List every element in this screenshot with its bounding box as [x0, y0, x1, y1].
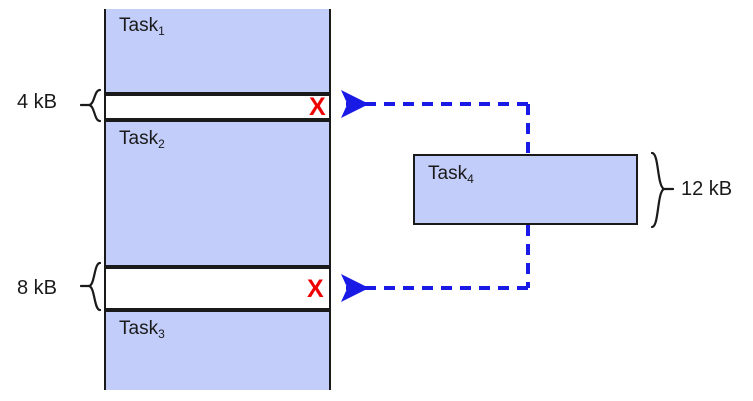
reject-mark-lower: X [307, 275, 324, 303]
task4-size-label: 12 kB [681, 178, 733, 200]
memory-block-task2: Task2 [106, 120, 329, 267]
memory-block-task1-label: Task1 [119, 15, 165, 38]
task4-size-brace [650, 151, 674, 229]
memory-block-free-8kb [106, 267, 329, 310]
gap-8kb-brace [80, 261, 102, 312]
memory-column: Task1 Task2 Task3 [104, 9, 331, 390]
reject-mark-upper: X [309, 93, 326, 121]
gap-4kb-brace [80, 88, 102, 123]
memory-block-task2-label: Task2 [119, 128, 165, 151]
incoming-task4-box: Task4 [413, 154, 638, 225]
memory-block-task1: Task1 [106, 9, 329, 94]
incoming-task4-label: Task4 [428, 163, 474, 186]
gap-4kb-label: 4 kB [17, 91, 58, 113]
memory-block-task3-label: Task3 [119, 318, 165, 341]
gap-8kb-label: 8 kB [17, 277, 58, 299]
memory-block-task3: Task3 [106, 310, 329, 390]
memory-block-free-4kb [106, 94, 329, 120]
